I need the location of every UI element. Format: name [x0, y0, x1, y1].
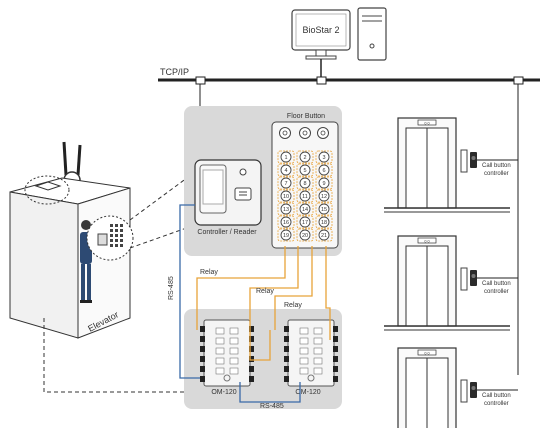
- floor-button: 2: [296, 150, 314, 164]
- call-button-label: Call button: [482, 281, 511, 287]
- controller-reader: Controller / Reader: [194, 159, 262, 236]
- network-tap: [195, 76, 206, 85]
- floor-button: 11: [296, 189, 314, 203]
- floor-button-label: 8: [303, 181, 306, 187]
- door-close-icon: [317, 127, 329, 139]
- call-button-label: controller: [484, 401, 509, 407]
- floor-button-label: 7: [284, 181, 287, 187]
- floor-button-label: 13: [283, 207, 289, 213]
- call-button-label: controller: [484, 171, 509, 177]
- keypad-zoom: [86, 215, 134, 261]
- floor-button-label: 19: [283, 233, 289, 239]
- door-floor-indicator: 0 0: [424, 240, 429, 244]
- elevator-car: Elevator: [9, 141, 134, 339]
- floor-button: 1: [277, 150, 295, 164]
- floor-1: 0 0 Call button controller: [384, 117, 518, 213]
- network-label: TCP/IP: [160, 67, 189, 77]
- rs485-wires: [179, 204, 301, 403]
- floor-button: 4: [277, 163, 295, 177]
- floor-button: 7: [277, 176, 295, 190]
- floor-button: 8: [296, 176, 314, 190]
- relay-label-3: Relay: [284, 302, 302, 309]
- floor-button-label: 20: [302, 233, 308, 239]
- floor-button: 3: [315, 150, 333, 164]
- floor-button: 12: [315, 189, 333, 203]
- call-button-label: controller: [484, 289, 509, 295]
- floor-button-label: 2: [303, 155, 306, 161]
- network-tap: [513, 76, 524, 85]
- floor-2: 0 0 Call button controller: [384, 235, 518, 331]
- floor-button-label: 15: [321, 207, 327, 213]
- floor-button-label: 4: [284, 168, 287, 174]
- floor-button-label: 18: [321, 220, 327, 226]
- network-tap: [316, 76, 327, 85]
- om-120-module: [200, 319, 254, 387]
- door-open-icon: [299, 127, 311, 139]
- floor-button-label: 9: [322, 181, 325, 187]
- floor-button: 5: [296, 163, 314, 177]
- floor-button: 18: [315, 215, 333, 229]
- call-button-label: Call button: [482, 163, 511, 169]
- rs485-label-vertical: RS-485: [168, 276, 175, 300]
- rs485-label-bottom: RS-485: [260, 403, 284, 410]
- om-120-module: [284, 319, 338, 387]
- controller-label: Controller / Reader: [197, 229, 257, 236]
- door-floor-indicator: 0 0: [424, 122, 429, 126]
- module-label-2: OM-120: [295, 389, 320, 396]
- alarm-icon: [279, 127, 291, 139]
- floor-button-label: 1: [284, 155, 287, 161]
- floor-button: 14: [296, 202, 314, 216]
- door-floor-indicator: 0 0: [424, 352, 429, 356]
- floor-button-label: 11: [302, 194, 308, 200]
- server: BioStar 2: [291, 7, 387, 78]
- floor-3: 0 0 Call button controller: [397, 347, 518, 428]
- floor-button-title: Floor Button: [287, 113, 325, 120]
- relay-wires: [196, 246, 331, 361]
- call-button-label: Call button: [482, 393, 511, 399]
- floor-button-label: 16: [283, 220, 289, 226]
- floor-button: 21: [315, 228, 333, 242]
- floor-button: 10: [277, 189, 295, 203]
- module-label-1: OM-120: [211, 389, 236, 396]
- floor-button: 9: [315, 176, 333, 190]
- floor-button: 13: [277, 202, 295, 216]
- floor-button: 19: [277, 228, 295, 242]
- relay-label-2: Relay: [256, 288, 274, 295]
- server-label: BioStar 2: [302, 25, 339, 35]
- floor-button-label: 21: [321, 233, 327, 239]
- relay-label-1: Relay: [200, 269, 218, 276]
- floor-button: 17: [296, 215, 314, 229]
- floor-button-label: 10: [283, 194, 289, 200]
- floor-button: 6: [315, 163, 333, 177]
- floor-button-label: 14: [302, 207, 308, 213]
- floor-button-top-icons: [279, 127, 329, 139]
- floor-button-label: 3: [322, 155, 325, 161]
- floor-button: 16: [277, 215, 295, 229]
- floor-button-label: 6: [322, 168, 325, 174]
- floor-button: 15: [315, 202, 333, 216]
- floor-button-label: 17: [302, 220, 308, 226]
- floor-button-label: 12: [321, 194, 327, 200]
- floor-button: 20: [296, 228, 314, 242]
- floor-button-label: 5: [303, 168, 306, 174]
